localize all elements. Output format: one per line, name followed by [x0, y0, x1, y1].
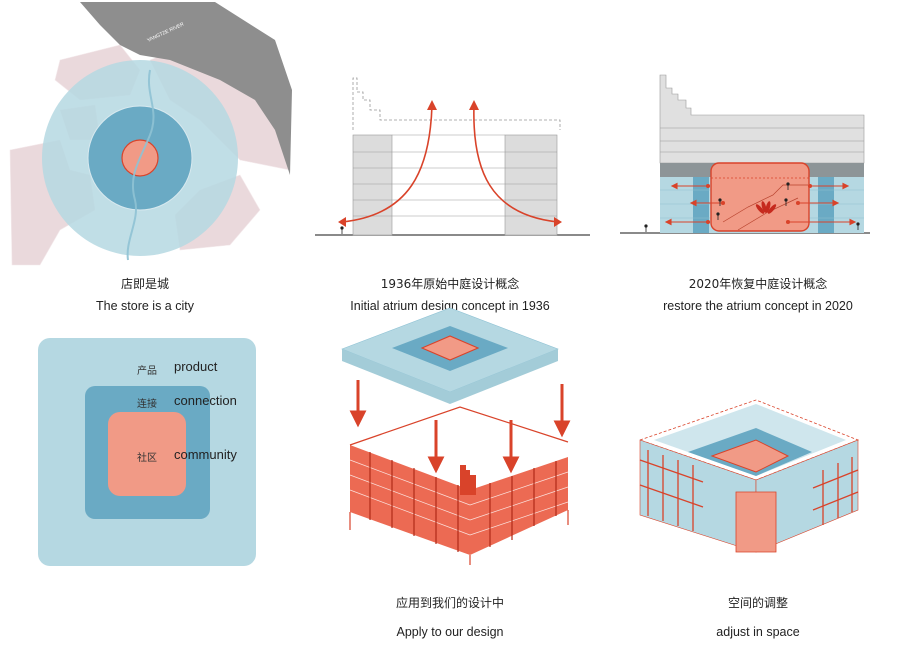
- label-product-en: product: [174, 359, 218, 374]
- building-frame: [349, 406, 569, 565]
- caption-en: The store is a city: [96, 299, 194, 313]
- caption-en: adjust in space: [716, 625, 800, 639]
- label-community-zh: 社区: [137, 453, 157, 464]
- people-icons: [644, 182, 860, 232]
- slab-core: [420, 335, 480, 361]
- caption-zh: 1936年原始中庭设计概念: [380, 277, 520, 291]
- caption-en: Apply to our design: [396, 625, 504, 639]
- caption-zh: 2020年恢复中庭设计概念: [688, 277, 828, 291]
- layers-diagram: [38, 338, 256, 566]
- label-product-zh: 产品: [137, 366, 157, 377]
- huawei-logo-icon: [755, 201, 777, 214]
- flow-arrows: [341, 104, 559, 223]
- middle-ring-edge: [87, 105, 193, 211]
- right-block: [504, 134, 558, 236]
- person-icon: [340, 226, 344, 234]
- creek-line: [126, 69, 155, 261]
- atrium-1936-section: [315, 77, 590, 236]
- flow-arrows: [664, 182, 857, 226]
- core-shaft: [735, 491, 777, 553]
- panel-apply-design: 应用到我们的设计中 Apply to our design: [300, 307, 600, 647]
- caption-en: restore the atrium concept in 2020: [663, 299, 853, 313]
- panel-adjust-space: 空间的调整 adjust in space: [608, 320, 902, 647]
- panel-atrium-1936: 1936年原始中庭设计概念 Initial atrium design conc…: [300, 0, 600, 320]
- river-shape: [80, 2, 292, 175]
- dashed-outline: [352, 77, 561, 130]
- label-community-en: community: [174, 447, 237, 462]
- caption-zh: 应用到我们的设计中: [395, 596, 504, 610]
- caption-zh: 空间的调整: [727, 596, 788, 610]
- apply-design-axonometric: [341, 307, 571, 565]
- adjust-space-axonometric: [638, 399, 860, 553]
- panel-store-city: YANGTZE RIVER 店即是城 The store is a city: [0, 0, 300, 320]
- caption-zh: 店即是城: [120, 277, 169, 291]
- panel-atrium-2020: 2020年恢复中庭设计概念 restore the atrium concept…: [608, 0, 902, 320]
- stepped-corner: [460, 465, 476, 495]
- panel-layers: 产品 product 连接 connection 社区 community: [0, 320, 300, 580]
- atrium-box: [710, 162, 810, 232]
- upper-building: [659, 74, 865, 164]
- community-layer: [108, 412, 186, 496]
- facade-frames: [639, 450, 859, 531]
- label-connection-en: connection: [174, 393, 237, 408]
- caption-en: Initial atrium design concept in 1936: [350, 299, 550, 313]
- city-map-diagram: YANGTZE RIVER: [9, 2, 292, 266]
- label-connection-zh: 连接: [137, 399, 157, 410]
- drop-arrows: [349, 380, 571, 474]
- community-core: [710, 439, 790, 473]
- atrium-2020-section: [620, 74, 870, 234]
